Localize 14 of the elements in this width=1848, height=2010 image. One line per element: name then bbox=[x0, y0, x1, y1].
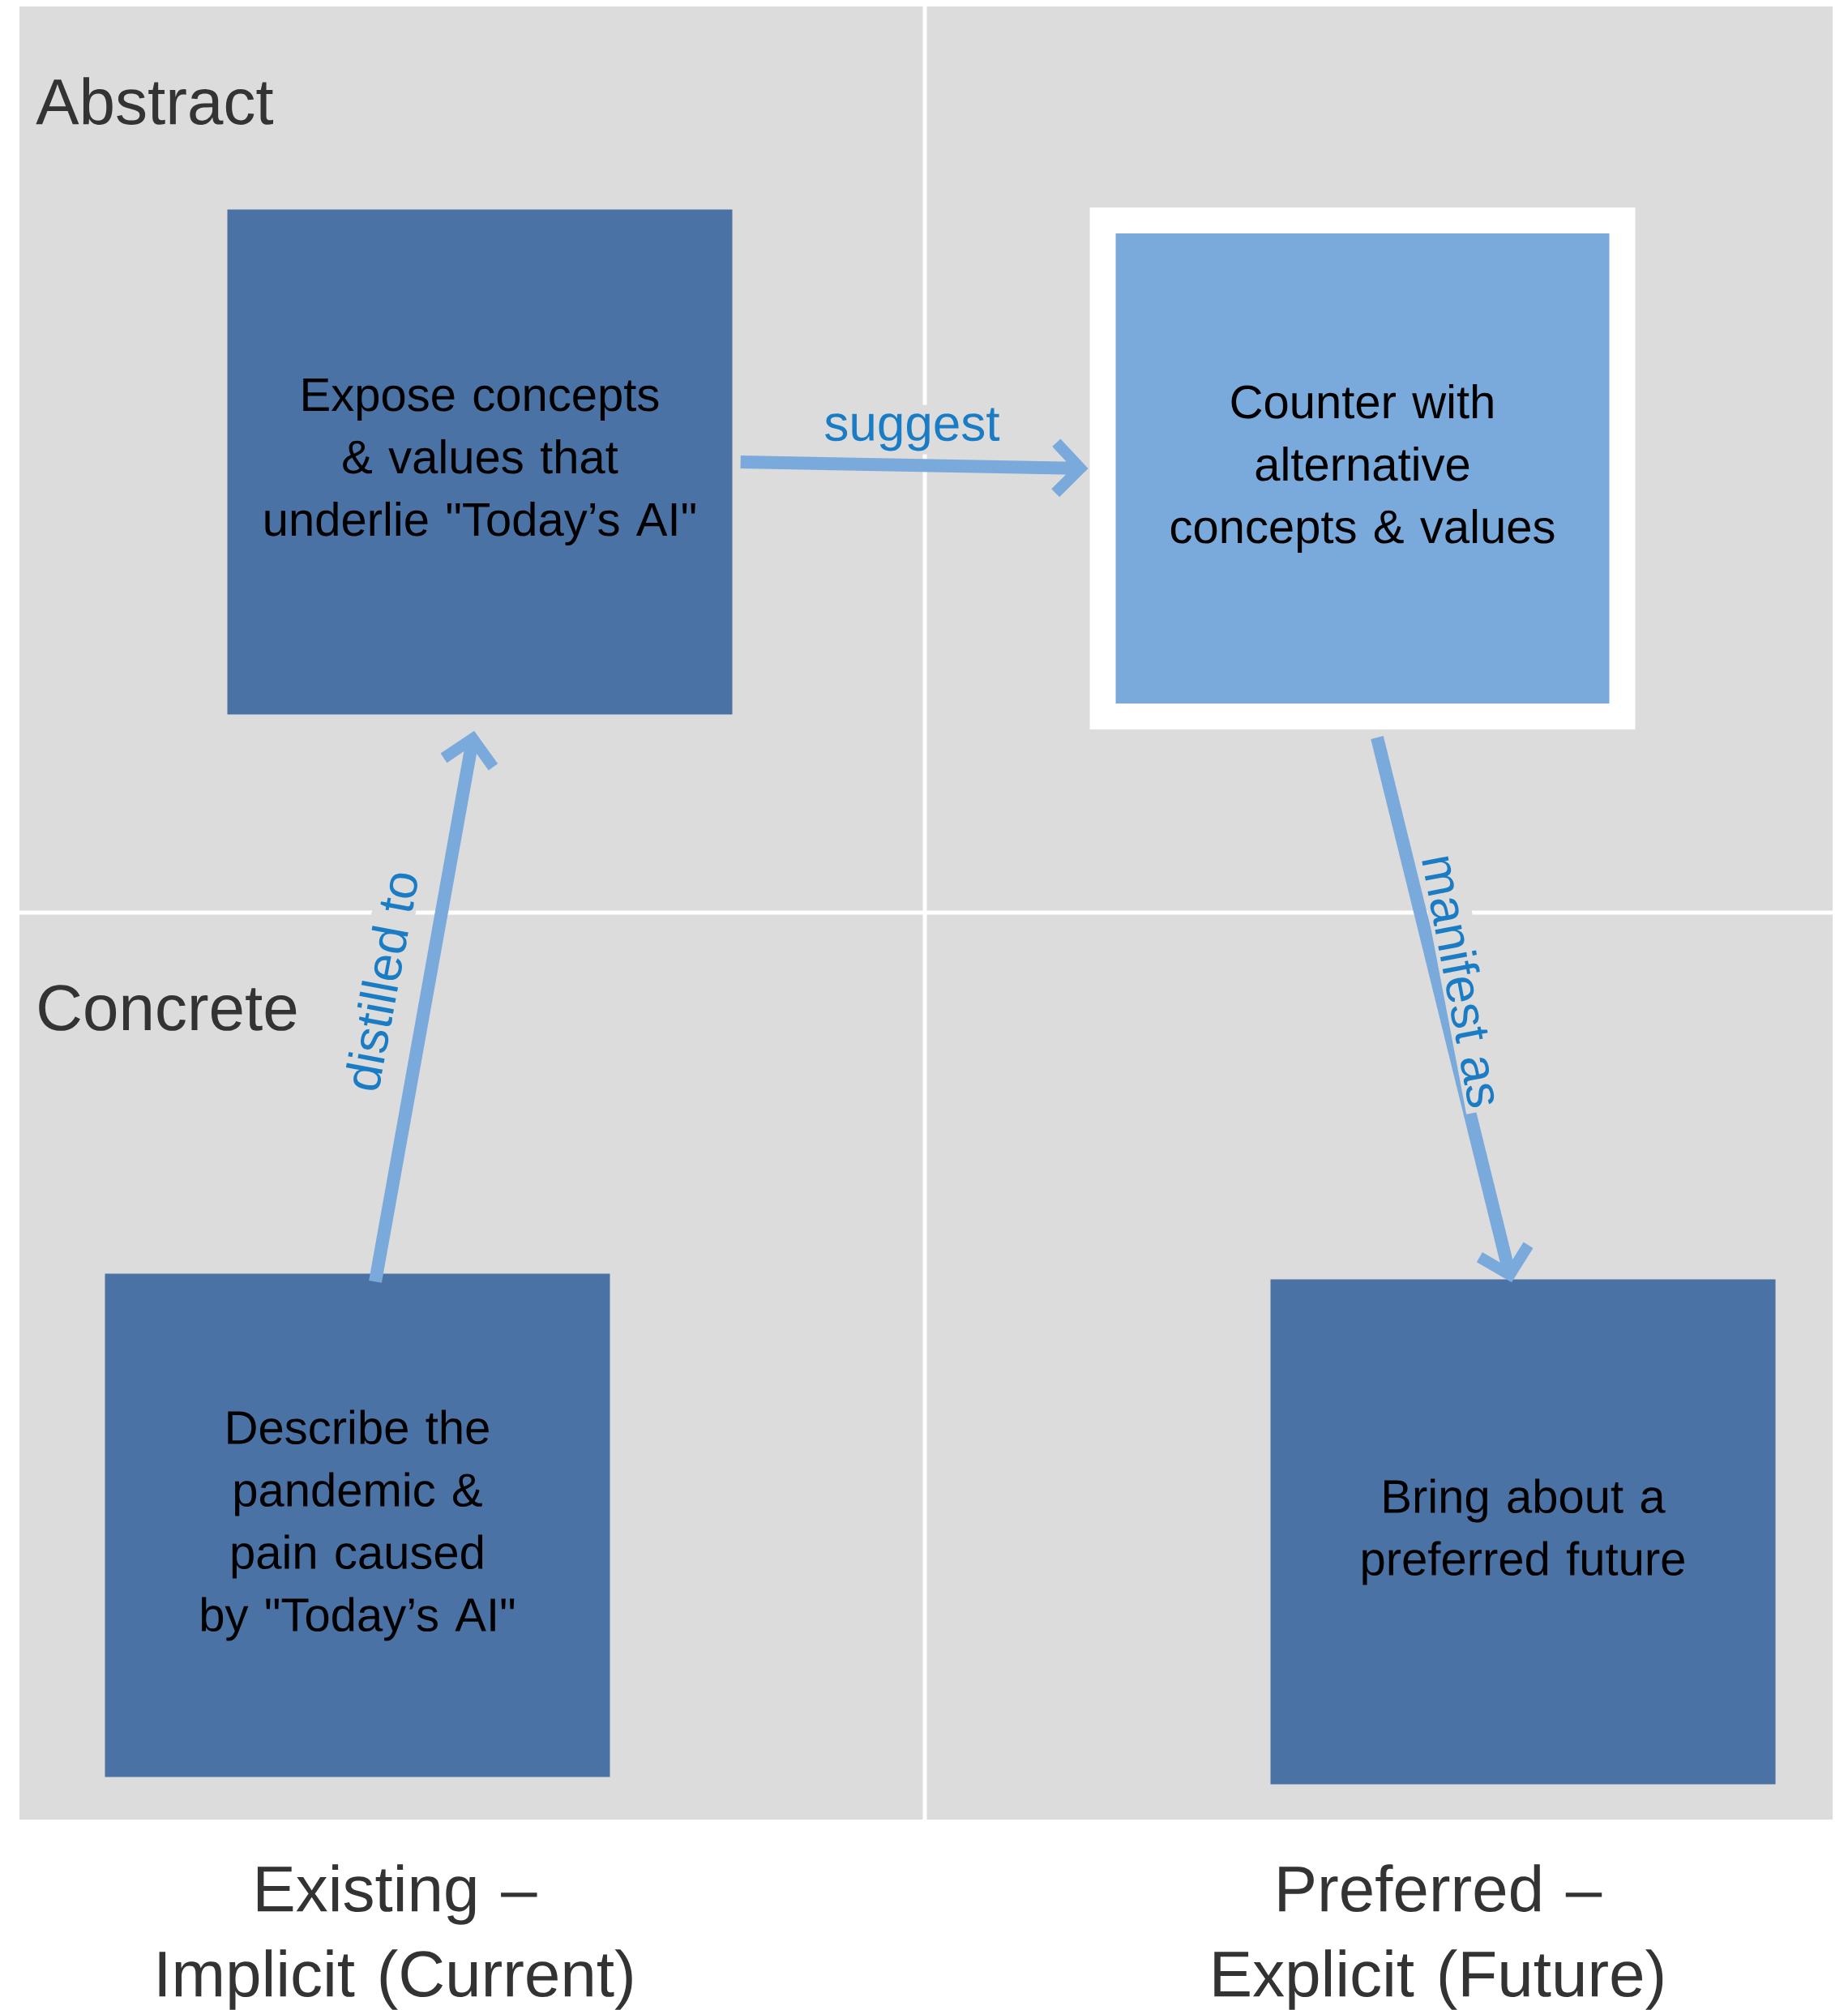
process-box: Describe the pandemic & pain caused by "Today’s AI" bbox=[105, 1273, 610, 1777]
process-box: Bring about a preferred future bbox=[1270, 1279, 1776, 1785]
axis-label: Existing – Implicit (Current) bbox=[159, 1864, 632, 2010]
quadrant-label: Abstract bbox=[36, 77, 274, 125]
edge-label: suggest bbox=[820, 404, 1003, 455]
axis-label: Preferred – Explicit (Future) bbox=[1214, 1864, 1663, 2010]
arrow bbox=[1371, 736, 1534, 1283]
arrow bbox=[740, 438, 1089, 498]
arrow bbox=[369, 730, 498, 1283]
quadrant-label: Concrete bbox=[39, 985, 297, 1031]
process-box: Counter with alternative concepts & values bbox=[1089, 207, 1636, 729]
edge-label: distilled to bbox=[338, 863, 424, 1098]
edge-label: manifest as bbox=[1417, 847, 1509, 1114]
process-box: Expose concepts & values that underlie "Today’s AI" bbox=[227, 209, 733, 715]
